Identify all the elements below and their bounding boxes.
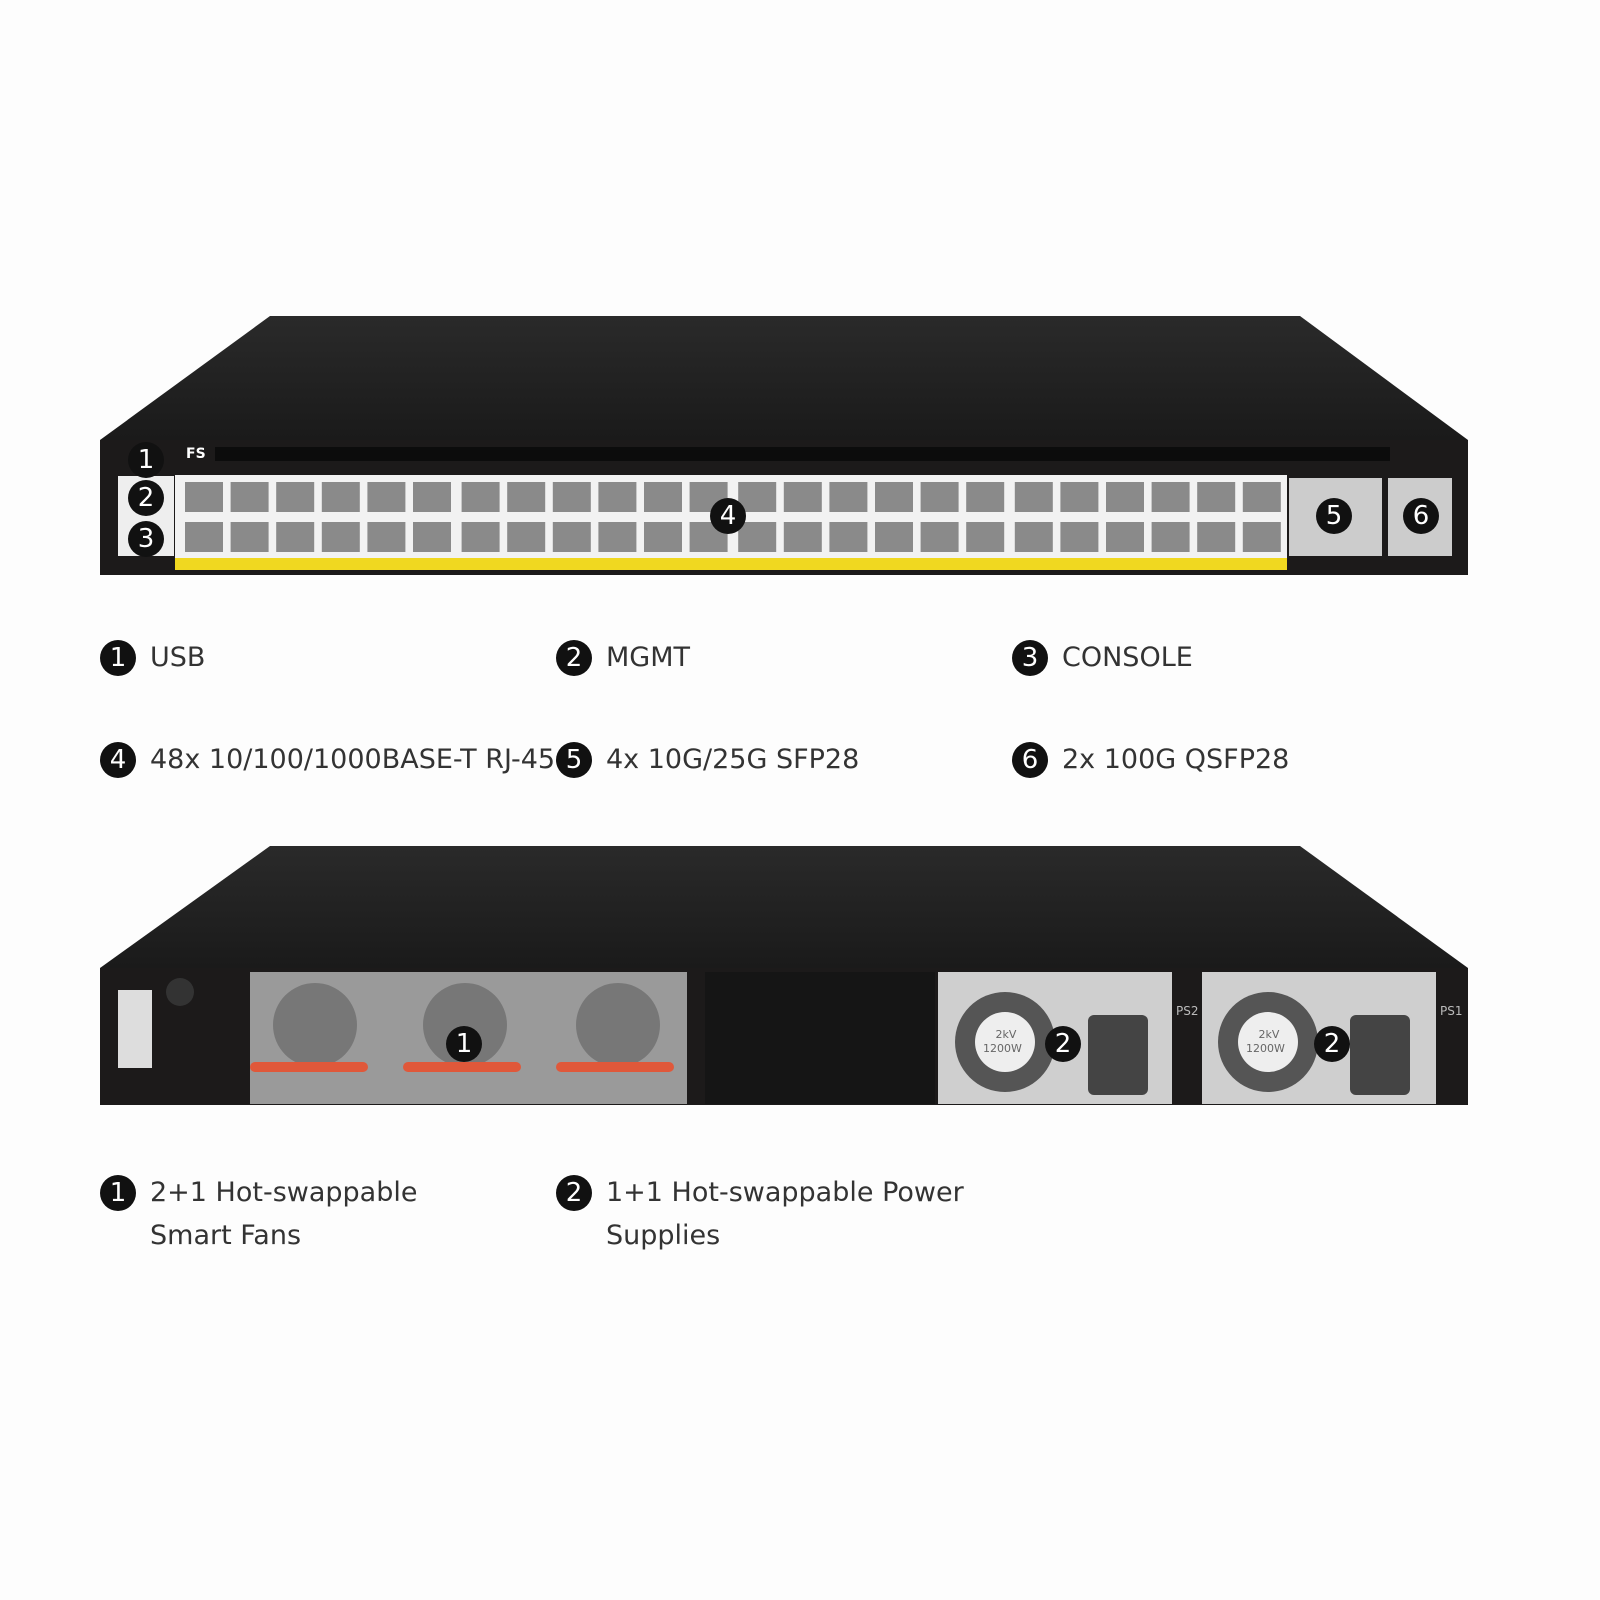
legend-badge: 5 — [556, 742, 592, 778]
port-led-strip — [175, 558, 1287, 570]
rj45-port — [920, 482, 959, 512]
rj45-port — [1106, 482, 1144, 512]
rj45-port — [1014, 522, 1053, 552]
legend-badge: 2 — [556, 1175, 592, 1211]
legend-item-mgmt: 2 MGMT — [556, 636, 690, 679]
rj45-port — [461, 482, 500, 512]
rj45-port — [230, 522, 269, 552]
blank-cover — [705, 972, 935, 1104]
brand-logo: FS — [186, 446, 206, 462]
legend-label: 48x 10/100/1000BASE-T RJ-45 — [150, 744, 556, 775]
rj45-port — [321, 482, 360, 512]
chassis-top — [100, 846, 1468, 968]
switch-rear-view: 2kV 1200W 2kV 1200W PS2 PS1 1 2 2 — [0, 830, 1600, 1120]
callout-usb: 1 — [128, 442, 164, 478]
legend-label: 2+1 Hot-swappable Smart Fans — [150, 1177, 418, 1251]
legend-item-usb: 1 USB — [100, 636, 205, 679]
rj45-port — [552, 482, 591, 512]
rj45-port — [1151, 522, 1190, 552]
switch-front-view: FS 1 2 3 4 5 6 — [0, 300, 1600, 590]
rj45-port — [367, 522, 406, 552]
legend-label: USB — [150, 642, 206, 673]
ground-screw — [166, 978, 194, 1006]
rj45-port — [738, 522, 777, 552]
ps1-label: PS1 — [1440, 1004, 1463, 1018]
rj45-port — [1106, 522, 1144, 552]
rj45-port — [598, 522, 637, 552]
legend-item-sfp28: 5 4x 10G/25G SFP28 — [556, 738, 859, 781]
rj45-port — [1151, 482, 1190, 512]
rj45-port — [1060, 482, 1099, 512]
rj45-port — [276, 522, 315, 552]
legend-badge: 2 — [556, 640, 592, 676]
legend-badge: 4 — [100, 742, 136, 778]
rj45-port — [461, 522, 500, 552]
rj45-port — [738, 482, 777, 512]
callout-qsfp28: 6 — [1403, 498, 1439, 534]
legend-item-fans: 1 2+1 Hot-swappable Smart Fans — [100, 1171, 417, 1257]
rj45-port — [598, 482, 637, 512]
legend-badge: 3 — [1012, 640, 1048, 676]
rj45-port — [413, 522, 451, 552]
rj45-port — [1014, 482, 1053, 512]
rj45-port — [829, 482, 868, 512]
switch-rear-image — [100, 846, 1468, 1105]
rj45-port — [920, 522, 959, 552]
legend-label: CONSOLE — [1062, 642, 1193, 673]
ground-plate — [118, 990, 152, 1068]
legend-item-power-supplies: 2 1+1 Hot-swappable Power Supplies — [556, 1171, 964, 1257]
switch-front-image — [100, 316, 1468, 575]
rj45-port — [230, 482, 269, 512]
vent-strip — [215, 447, 1390, 461]
callout-rj45: 4 — [710, 498, 746, 534]
rj45-port — [367, 482, 406, 512]
rj45-port — [783, 482, 822, 512]
rj45-port — [185, 482, 223, 512]
rj45-port — [276, 482, 315, 512]
rj45-port — [875, 522, 913, 552]
rj45-port — [829, 522, 868, 552]
rj45-port — [1242, 522, 1281, 552]
psu-rating-label: 2kV — [995, 1028, 1017, 1041]
psu-wattage-label: 1200W — [1246, 1042, 1285, 1055]
rj45-port — [185, 522, 223, 552]
rj45-port — [1197, 482, 1236, 512]
callout-fans: 1 — [446, 1026, 482, 1062]
rj45-port — [1060, 522, 1099, 552]
rj45-port — [783, 522, 822, 552]
legend-badge: 1 — [100, 640, 136, 676]
legend-label: 2x 100G QSFP28 — [1062, 744, 1290, 775]
callout-console: 3 — [128, 521, 164, 557]
callout-psu1: 2 — [1314, 1026, 1350, 1062]
callout-mgmt: 2 — [128, 480, 164, 516]
legend-item-qsfp28: 6 2x 100G QSFP28 — [1012, 738, 1289, 781]
rj45-port — [507, 482, 546, 512]
rj45-port — [875, 482, 913, 512]
rj45-port — [321, 522, 360, 552]
legend-label: 4x 10G/25G SFP28 — [606, 744, 860, 775]
rj45-port — [413, 482, 451, 512]
rj45-port — [644, 482, 682, 512]
chassis-top — [100, 316, 1468, 440]
ps2-label: PS2 — [1176, 1004, 1199, 1018]
legend-item-console: 3 CONSOLE — [1012, 636, 1193, 679]
rj45-port — [966, 482, 1005, 512]
rj45-port — [507, 522, 546, 552]
legend-label: 1+1 Hot-swappable Power Supplies — [606, 1177, 964, 1251]
rj45-port — [1242, 482, 1281, 512]
rj45-port — [966, 522, 1005, 552]
rj45-port — [1197, 522, 1236, 552]
legend-label: MGMT — [606, 642, 691, 673]
legend-badge: 6 — [1012, 742, 1048, 778]
callout-sfp28: 5 — [1316, 498, 1352, 534]
legend-item-rj45: 4 48x 10/100/1000BASE-T RJ-45 — [100, 738, 555, 781]
psu-wattage-label: 1200W — [983, 1042, 1022, 1055]
psu-rating-label: 2kV — [1258, 1028, 1280, 1041]
rj45-port — [644, 522, 682, 552]
rj45-port — [552, 522, 591, 552]
legend-badge: 1 — [100, 1175, 136, 1211]
callout-psu2: 2 — [1045, 1026, 1081, 1062]
